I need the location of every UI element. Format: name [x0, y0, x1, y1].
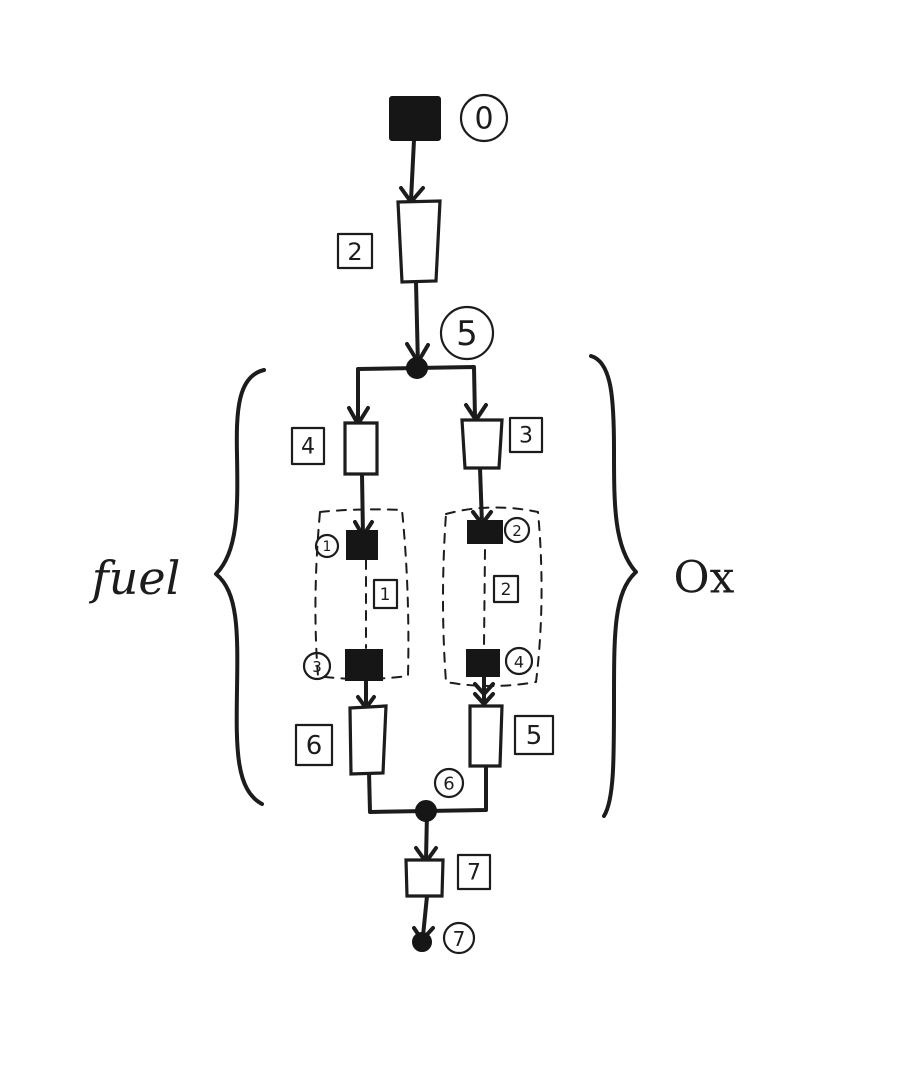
element-label-ox-box-upper: 3	[508, 416, 544, 454]
node-top-square	[389, 96, 441, 141]
ox-dashed-connection	[483, 549, 486, 647]
node-label-fuel-upper: 1	[314, 533, 340, 559]
node-bottom-dot	[412, 932, 432, 952]
element-label-ox-dashed-text: 2	[501, 580, 512, 600]
element-label-top-box: 2	[336, 232, 374, 270]
element-label-fuel-dashed: 1	[372, 578, 399, 610]
connector-box-to-bottom	[421, 894, 429, 938]
node-label-bottom-text: 7	[453, 927, 466, 951]
connector-fuel-box-to-node	[360, 472, 365, 538]
node-label-bottom: 7	[442, 921, 476, 955]
box-element-fuel-lower	[348, 704, 388, 776]
element-label-fuel-dashed-text: 1	[380, 585, 391, 605]
box-element-ox-upper	[460, 418, 504, 470]
node-label-fuel-upper-text: 1	[323, 539, 332, 555]
fuel-dashed-enclosure	[314, 508, 410, 680]
box-element-bottom	[404, 858, 445, 898]
element-label-top-box-text: 2	[347, 238, 362, 266]
element-label-ox-box-lower: 5	[513, 714, 555, 756]
node-label-fuel-lower: 3	[302, 651, 332, 681]
node-label-split-text: 5	[456, 314, 478, 354]
left-brace-icon	[214, 368, 266, 806]
box-element-fuel-upper	[343, 421, 379, 476]
node-split-dot	[406, 357, 428, 379]
ox-dashed-enclosure	[442, 506, 543, 687]
side-label-ox: Ox	[674, 553, 735, 604]
node-ox-lower-square	[466, 649, 500, 677]
node-ox-upper-square	[467, 520, 503, 544]
node-label-top-text: 0	[474, 102, 493, 137]
box-element-top	[396, 199, 442, 284]
arrowhead-icon	[473, 682, 495, 706]
node-label-ox-lower-text: 4	[514, 653, 524, 672]
box-element-ox-lower	[468, 704, 504, 768]
right-brace-icon	[589, 354, 638, 818]
node-label-top: 0	[459, 93, 509, 143]
node-label-ox-lower: 4	[504, 646, 534, 676]
node-merge-dot	[415, 800, 437, 822]
node-label-ox-upper: 2	[503, 516, 531, 544]
element-label-fuel-box-upper: 4	[290, 426, 326, 466]
element-label-fuel-box-upper-text: 4	[301, 435, 315, 460]
element-label-ox-box-upper-text: 3	[519, 424, 533, 449]
node-label-split: 5	[439, 305, 495, 361]
connector-ox-box-to-node	[478, 466, 484, 526]
node-fuel-lower-square	[345, 649, 383, 681]
connector-top-to-box	[409, 138, 416, 202]
node-label-merge-text: 6	[443, 774, 454, 795]
node-label-merge: 6	[433, 767, 465, 799]
connector-box-to-split	[414, 280, 420, 368]
side-label-fuel: fuel	[89, 551, 181, 605]
element-label-ox-box-lower-text: 5	[526, 721, 543, 751]
element-label-bottom-box-text: 7	[467, 861, 481, 886]
element-label-fuel-box-lower: 6	[294, 723, 334, 767]
element-label-bottom-box: 7	[456, 853, 492, 891]
node-label-fuel-lower-text: 3	[312, 658, 322, 676]
element-label-fuel-box-lower-text: 6	[306, 731, 323, 761]
node-label-ox-upper-text: 2	[512, 522, 522, 540]
element-label-ox-dashed: 2	[492, 574, 520, 604]
node-fuel-upper-square	[346, 530, 378, 560]
